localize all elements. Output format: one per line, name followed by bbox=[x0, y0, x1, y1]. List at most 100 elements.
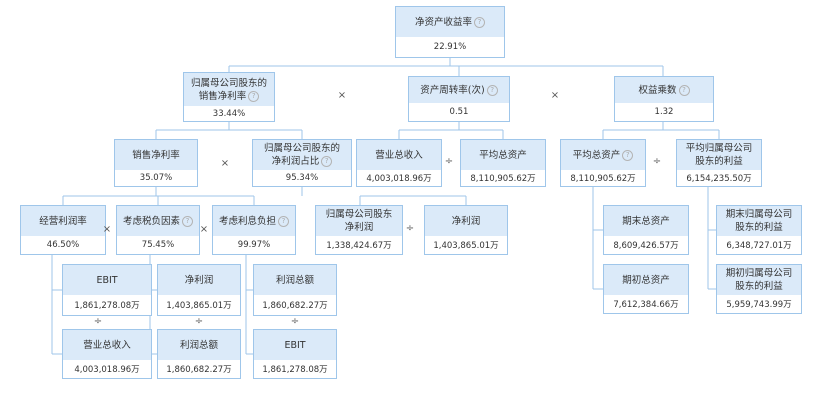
help-icon[interactable]: ? bbox=[248, 90, 260, 102]
multiply-operator: × bbox=[550, 90, 560, 101]
multiply-operator: × bbox=[199, 224, 209, 235]
node-net-margin-parent[interactable]: 归属母公司股东的销售净利率?33.44% bbox=[183, 72, 275, 122]
node-label-text: 期初归属母公司股东的利益 bbox=[725, 268, 793, 292]
node-label-text: 考虑利息负担? bbox=[219, 215, 289, 228]
node-label-text: 归属母公司股东净利润 bbox=[325, 209, 393, 233]
node-label-text: 归属母公司股东的净利润占比? bbox=[263, 143, 340, 167]
node-revenue-1[interactable]: 营业总收入 4,003,018.96万 bbox=[62, 329, 152, 379]
node-ebit-1[interactable]: EBIT 1,861,278.08万 bbox=[62, 264, 152, 316]
node-label-text: 期初总资产 bbox=[622, 274, 670, 286]
node-value: 4,003,018.96万 bbox=[74, 365, 140, 375]
node-value: 1,403,865.01万 bbox=[433, 241, 499, 251]
node-value: 6,348,727.01万 bbox=[726, 241, 792, 251]
multiply-operator: × bbox=[102, 224, 112, 235]
node-label: 销售净利率 bbox=[115, 140, 197, 170]
node-value: 1,403,865.01万 bbox=[166, 301, 232, 311]
node-label: 归属母公司股东的销售净利率? bbox=[184, 73, 274, 106]
node-label: 期末归属母公司股东的利益 bbox=[717, 206, 801, 236]
divide-operator: ÷ bbox=[194, 316, 204, 327]
node-label: 平均归属母公司股东的利益 bbox=[677, 140, 761, 170]
help-icon[interactable]: ? bbox=[622, 149, 634, 161]
node-value: 1,861,278.08万 bbox=[262, 365, 328, 375]
node-label-text: 净资产收益率? bbox=[415, 16, 485, 29]
node-value: 1,338,424.67万 bbox=[326, 241, 392, 251]
node-label: 净资产收益率? bbox=[396, 7, 504, 37]
node-value: 35.07% bbox=[139, 173, 173, 183]
node-roe[interactable]: 净资产收益率?22.91% bbox=[395, 6, 505, 58]
node-value: 1,860,682.27万 bbox=[262, 301, 328, 311]
divide-operator: ÷ bbox=[290, 316, 300, 327]
multiply-operator: × bbox=[337, 90, 347, 101]
node-label: 经营利润率 bbox=[21, 206, 105, 236]
node-net-margin[interactable]: 销售净利率 35.07% bbox=[114, 139, 198, 187]
node-value: 99.97% bbox=[237, 240, 271, 250]
node-parent-np[interactable]: 归属母公司股东净利润 1,338,424.67万 bbox=[315, 205, 403, 255]
node-interest-factor[interactable]: 考虑利息负担? 99.97% bbox=[212, 205, 296, 255]
node-value: 8,609,426.57万 bbox=[613, 241, 679, 251]
node-equity-multiplier[interactable]: 权益乘数? 1.32 bbox=[614, 76, 714, 122]
node-net-profit-1[interactable]: 净利润 1,403,865.01万 bbox=[157, 264, 241, 316]
node-label: 期初总资产 bbox=[604, 265, 688, 295]
node-label-text: 利润总额 bbox=[275, 274, 314, 286]
node-value: 1,861,278.08万 bbox=[74, 301, 140, 311]
node-total-profit-2[interactable]: 利润总额 1,860,682.27万 bbox=[253, 264, 337, 316]
node-label-text: 营业总收入 bbox=[375, 149, 423, 161]
help-icon[interactable]: ? bbox=[474, 16, 485, 28]
node-net-profit-2[interactable]: 净利润 1,403,865.01万 bbox=[424, 205, 508, 255]
node-label: 考虑税负因素? bbox=[117, 206, 199, 236]
node-end-assets[interactable]: 期末总资产 8,609,426.57万 bbox=[603, 205, 689, 255]
node-label: 期初归属母公司股东的利益 bbox=[717, 265, 801, 295]
node-value: 1,860,682.27万 bbox=[166, 365, 232, 375]
help-icon[interactable]: ? bbox=[278, 215, 289, 227]
node-label-text: 归属母公司股东的销售净利率? bbox=[190, 77, 267, 102]
node-label: 净利润 bbox=[425, 206, 507, 236]
node-asset-turnover[interactable]: 资产周转率(次)? 0.51 bbox=[408, 76, 510, 122]
node-label-text: 净利润 bbox=[184, 274, 214, 286]
node-label: 营业总收入 bbox=[357, 140, 441, 170]
node-begin-assets[interactable]: 期初总资产 7,612,384.66万 bbox=[603, 264, 689, 314]
help-icon[interactable]: ? bbox=[182, 215, 193, 227]
node-revenue-2[interactable]: 营业总收入 4,003,018.96万 bbox=[356, 139, 442, 187]
node-label-text: 考虑税负因素? bbox=[123, 215, 193, 228]
node-total-profit-1[interactable]: 利润总额 1,860,682.27万 bbox=[157, 329, 241, 379]
node-label: 净利润 bbox=[158, 265, 240, 295]
node-label-text: 权益乘数? bbox=[638, 84, 690, 97]
help-icon[interactable]: ? bbox=[486, 84, 498, 96]
multiply-operator: × bbox=[220, 158, 230, 169]
node-end-parent-equity[interactable]: 期末归属母公司股东的利益 6,348,727.01万 bbox=[716, 205, 802, 255]
node-ebit-2[interactable]: EBIT 1,861,278.08万 bbox=[253, 329, 337, 379]
node-label-text: EBIT bbox=[284, 339, 306, 351]
divide-operator: ÷ bbox=[405, 223, 415, 234]
node-label-text: 经营利润率 bbox=[39, 215, 87, 227]
node-value: 1.32 bbox=[654, 107, 674, 117]
node-value: 0.51 bbox=[449, 107, 469, 117]
node-label: 利润总额 bbox=[158, 330, 240, 360]
node-avg-assets-2[interactable]: 平均总资产?8,110,905.62万 bbox=[560, 139, 646, 187]
node-value: 4,003,018.96万 bbox=[366, 174, 432, 184]
node-label-text: EBIT bbox=[96, 274, 118, 286]
node-label-text: 平均总资产? bbox=[573, 149, 634, 162]
node-label-text: 销售净利率 bbox=[132, 149, 180, 161]
node-label: 资产周转率(次)? bbox=[409, 77, 509, 103]
node-value: 6,154,235.50万 bbox=[686, 174, 752, 184]
node-label-text: 平均归属母公司股东的利益 bbox=[685, 143, 753, 167]
node-label: 归属母公司股东净利润 bbox=[316, 206, 402, 236]
node-label-text: 期末总资产 bbox=[622, 215, 670, 227]
help-icon[interactable]: ? bbox=[678, 84, 690, 96]
node-label-text: 营业总收入 bbox=[83, 339, 131, 351]
node-label: 考虑利息负担? bbox=[213, 206, 295, 236]
node-parent-np-ratio[interactable]: 归属母公司股东的净利润占比?95.34% bbox=[252, 139, 352, 187]
help-icon[interactable]: ? bbox=[321, 156, 333, 167]
node-value: 7,612,384.66万 bbox=[613, 300, 679, 310]
divide-operator: ÷ bbox=[93, 316, 103, 327]
node-tax-factor[interactable]: 考虑税负因素? 75.45% bbox=[116, 205, 200, 255]
node-avg-parent-equity[interactable]: 平均归属母公司股东的利益 6,154,235.50万 bbox=[676, 139, 762, 187]
node-label: 平均总资产? bbox=[561, 140, 645, 170]
node-label: EBIT bbox=[63, 265, 151, 295]
node-value: 75.45% bbox=[141, 240, 175, 250]
